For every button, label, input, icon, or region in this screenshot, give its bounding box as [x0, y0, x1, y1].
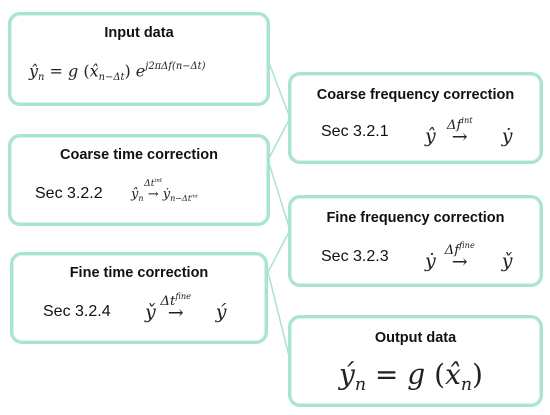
fine-frequency-correction-title: Fine frequency correction: [326, 210, 505, 226]
fine-time-correction-title: Fine time correction: [69, 265, 209, 281]
fine-time-correction-box: Fine time correction Sec 3.2.4 y̌ Δtfine…: [10, 252, 268, 344]
output-data-formula: ýn = g (x̂n): [339, 358, 483, 396]
output-data-title: Output data: [374, 330, 457, 346]
coarse-time-formula: ŷn Δtint→ ẏn−Δtint: [131, 178, 198, 203]
connector-fine-freq-to-fine-time: [267, 229, 291, 273]
coarse-time-correction-box: Coarse time correction Sec 3.2.2 ŷn Δtin…: [8, 134, 270, 226]
coarse-time-correction-title: Coarse time correction: [60, 147, 218, 163]
coarse-frequency-correction-box: Coarse frequency correction Sec 3.2.1 ŷ …: [288, 72, 543, 164]
coarse-frequency-correction-title: Coarse frequency correction: [316, 87, 515, 103]
fine-frequency-section-ref: Sec 3.2.3: [321, 248, 389, 265]
connector-coarse-time-to-fine-freq: [267, 159, 291, 231]
output-data-box: Output data ýn = g (x̂n): [288, 315, 543, 407]
coarse-time-section-ref: Sec 3.2.2: [35, 185, 103, 202]
fine-frequency-formula: ẏ Δffine→ y̌: [425, 239, 513, 273]
connector-coarse-freq-to-coarse-time: [267, 117, 291, 161]
connector-fine-time-to-output: [267, 271, 291, 361]
coarse-frequency-formula: ŷ Δfint→ ẏ: [425, 114, 513, 148]
connector-input-to-coarse-freq: [267, 59, 291, 119]
input-data-formula: ŷn = g (x̂n−Δt) ej2πΔf(n−Δt): [29, 61, 206, 83]
fine-time-formula: y̌ Δtfine→ ý: [145, 290, 227, 324]
fine-frequency-correction-box: Fine frequency correction Sec 3.2.3 ẏ Δf…: [288, 195, 543, 287]
input-data-box: Input data ŷn = g (x̂n−Δt) ej2πΔf(n−Δt): [8, 12, 270, 106]
fine-time-section-ref: Sec 3.2.4: [43, 303, 111, 320]
coarse-frequency-section-ref: Sec 3.2.1: [321, 123, 389, 140]
input-data-title: Input data: [104, 25, 174, 41]
